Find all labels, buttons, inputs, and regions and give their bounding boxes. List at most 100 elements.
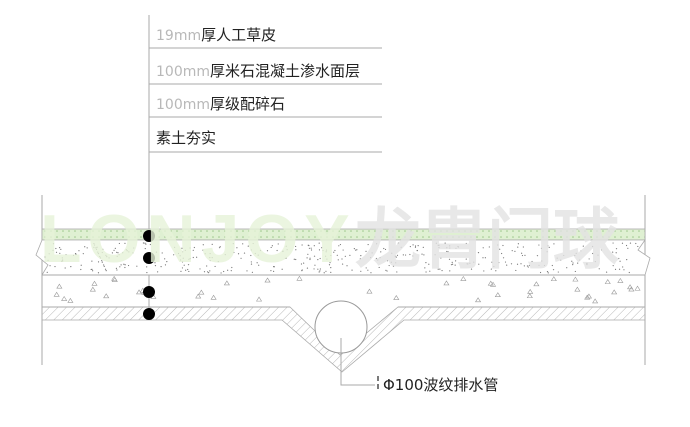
aggregate-dot	[622, 266, 624, 268]
aggregate-dot	[598, 268, 600, 270]
aggregate-dot	[250, 249, 252, 251]
aggregate-dot	[203, 271, 206, 273]
aggregate-dot	[629, 242, 632, 244]
aggregate-dot	[173, 254, 175, 256]
aggregate-dot	[338, 245, 340, 247]
aggregate-dot	[124, 242, 126, 244]
aggregate-dot	[142, 242, 145, 244]
aggregate-dot	[230, 270, 232, 272]
aggregate-dot	[97, 251, 99, 253]
aggregate-dot	[367, 243, 369, 246]
svg-text:100mm厚级配碎石: 100mm厚级配碎石	[156, 95, 285, 113]
aggregate-dot	[105, 270, 107, 272]
aggregate-dot	[437, 268, 439, 270]
aggregate-dot	[531, 260, 533, 263]
aggregate-dot	[493, 265, 495, 268]
layer-thickness: 100mm	[156, 97, 210, 113]
aggregate-dot	[386, 260, 389, 262]
aggregate-dot	[188, 270, 190, 273]
aggregate-dot	[586, 264, 588, 266]
aggregate-dot	[64, 267, 66, 269]
aggregate-dot	[271, 245, 273, 247]
aggregate-dot	[101, 261, 103, 263]
aggregate-dot	[313, 255, 316, 257]
aggregate-dot	[52, 249, 54, 251]
aggregate-dot	[313, 268, 315, 270]
aggregate-dot	[591, 245, 594, 248]
aggregate-dot	[336, 254, 338, 256]
aggregate-dot	[330, 271, 332, 273]
aggregate-dot	[333, 251, 335, 253]
aggregate-dot	[208, 272, 210, 274]
aggregate-dot	[101, 251, 103, 254]
aggregate-dot	[285, 257, 287, 259]
aggregate-dot	[359, 258, 361, 260]
layer-name: 厚级配碎石	[210, 95, 285, 113]
aggregate-dot	[250, 261, 252, 263]
aggregate-dot	[97, 272, 100, 274]
aggregate-dot	[488, 246, 490, 248]
pipe-label: Φ100波纹排水管	[383, 376, 498, 394]
aggregate-dot	[236, 247, 238, 249]
aggregate-dot	[449, 270, 451, 272]
aggregate-dot	[514, 250, 516, 252]
aggregate-dot	[344, 255, 346, 257]
aggregate-dot	[409, 245, 411, 248]
gravel-mark	[604, 279, 611, 284]
aggregate-dot	[250, 263, 253, 265]
aggregate-dot	[65, 254, 67, 256]
aggregate-dot	[202, 244, 204, 246]
aggregate-dot	[527, 266, 529, 268]
aggregate-dot	[619, 260, 621, 262]
aggregate-dot	[301, 270, 303, 272]
aggregate-dot	[416, 250, 418, 252]
aggregate-dot	[383, 247, 385, 250]
aggregate-dot	[341, 258, 343, 260]
aggregate-dot	[540, 247, 543, 249]
aggregate-dot	[133, 247, 135, 249]
gravel-mark	[460, 275, 467, 281]
aggregate-dot	[118, 242, 120, 245]
aggregate-dot	[102, 248, 104, 250]
aggregate-dot	[231, 266, 233, 269]
aggregate-dot	[522, 246, 524, 248]
aggregate-dot	[146, 271, 148, 274]
aggregate-dot	[342, 249, 344, 251]
layer-thickness: 100mm	[156, 64, 210, 80]
aggregate-dot	[46, 271, 48, 273]
aggregate-dot	[218, 247, 221, 249]
aggregate-dot	[557, 271, 559, 273]
aggregate-dot	[125, 249, 127, 251]
aggregate-dot	[328, 264, 331, 266]
gravel-mark	[53, 291, 60, 297]
gravel-mark	[443, 280, 450, 286]
aggregate-dot	[330, 254, 332, 257]
aggregate-dot	[497, 244, 499, 246]
aggregate-dot	[270, 246, 272, 249]
aggregate-dot	[149, 243, 151, 246]
aggregate-dot	[367, 269, 369, 271]
aggregate-dot	[277, 243, 279, 245]
aggregate-dot	[324, 255, 327, 257]
aggregate-dot	[301, 244, 303, 246]
aggregate-dot	[273, 265, 275, 268]
aggregate-dot	[183, 264, 185, 266]
aggregate-dot	[615, 252, 617, 254]
aggregate-dot	[365, 267, 367, 269]
aggregate-dot	[282, 250, 284, 252]
gravel-mark	[490, 281, 497, 287]
aggregate-dot	[498, 261, 500, 264]
aggregate-dot	[99, 257, 101, 259]
aggregate-dot	[351, 269, 353, 271]
aggregate-dot	[469, 262, 471, 264]
aggregate-dot	[491, 261, 493, 263]
aggregate-dot	[341, 263, 344, 265]
aggregate-dot	[252, 242, 254, 245]
aggregate-dot	[597, 254, 599, 256]
svg-text:100mm厚米石混凝土渗水面层: 100mm厚米石混凝土渗水面层	[156, 62, 360, 80]
aggregate-dot	[517, 246, 519, 248]
aggregate-dot	[526, 265, 529, 267]
aggregate-dot	[214, 265, 216, 268]
aggregate-dot	[187, 268, 189, 271]
aggregate-dot	[309, 257, 311, 259]
